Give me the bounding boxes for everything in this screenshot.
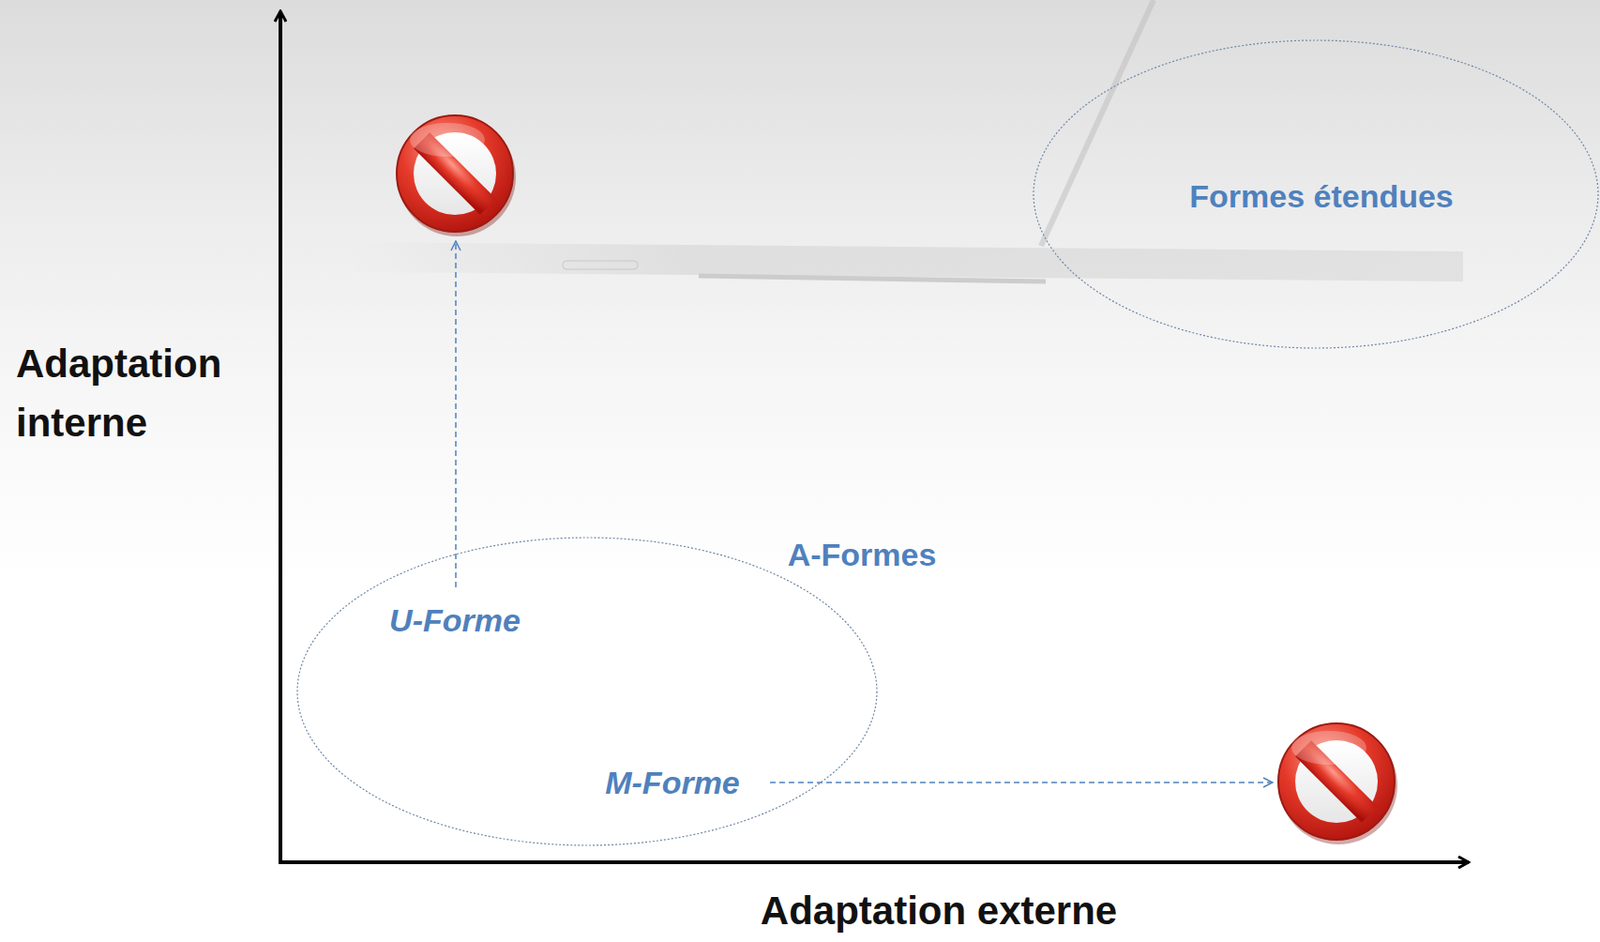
dashed-arrow (769, 781, 1273, 784)
ellipse-region: Formes étendues (1032, 39, 1600, 349)
form-label: M-Forme (604, 763, 740, 801)
region-title: A-Formes (787, 535, 937, 574)
axis-title: Adaptation externe (760, 880, 1117, 940)
y-axis (278, 11, 283, 862)
laptop-slot (698, 275, 1046, 282)
forbidden-icon (1278, 723, 1398, 845)
form-label: U-Forme (389, 601, 521, 639)
ellipse-region: A-Formes (296, 536, 878, 846)
x-axis (278, 860, 1469, 864)
region-title: Formes étendues (1189, 177, 1454, 215)
dashed-arrow (454, 241, 457, 588)
laptop-edge (1041, 0, 1154, 246)
laptop-shape (347, 241, 1464, 282)
forbidden-icon (396, 115, 516, 237)
axis-title: Adaptation interne (15, 333, 270, 453)
ellipse-outline (296, 536, 878, 846)
laptop-port (562, 260, 638, 270)
